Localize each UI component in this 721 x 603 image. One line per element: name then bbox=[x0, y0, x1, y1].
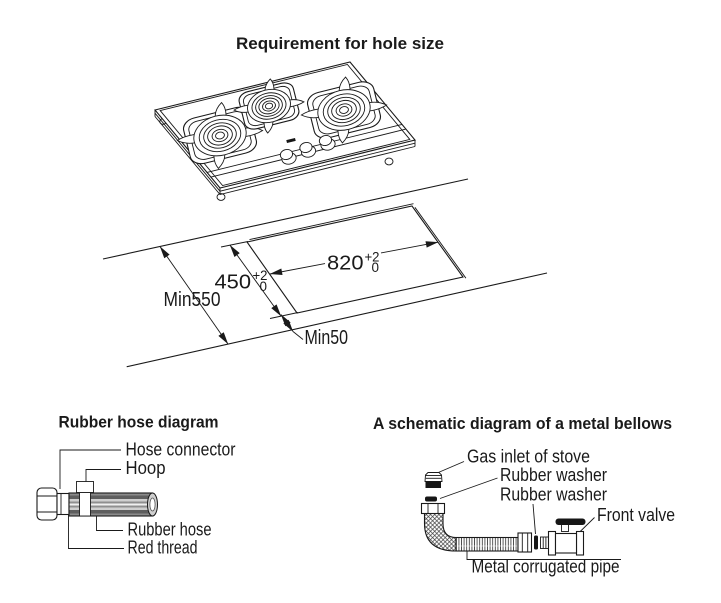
front-valve-body bbox=[540, 518, 586, 556]
label-red-thread: Red thread bbox=[128, 538, 198, 558]
control-knob-1 bbox=[279, 148, 297, 165]
valve-handle bbox=[555, 518, 586, 525]
hose-thread-connector bbox=[56, 492, 70, 516]
leader-metal-pipe bbox=[466, 551, 621, 560]
dim-min50: Min50 bbox=[280, 314, 349, 349]
label-hose-connector: Hose connector bbox=[126, 440, 236, 460]
leader-gas-inlet bbox=[435, 461, 465, 474]
cutout-thickness-back bbox=[249, 203, 414, 241]
leader-rubber-washer-2 bbox=[532, 503, 536, 535]
countertop-cutout-diagram: 820 +2 0 450 +2 0 Min550 bbox=[102, 178, 548, 368]
dim-820-tol-down: 0 bbox=[372, 260, 380, 275]
corrugated-pipe-horizontal bbox=[455, 536, 519, 552]
hole-size-title: Requirement for hole size bbox=[236, 34, 444, 53]
dim-450-tol-up: +2 bbox=[253, 268, 268, 283]
rubber-washer-top bbox=[425, 496, 437, 502]
cooktop-foot-front-right bbox=[384, 157, 394, 166]
cooktop-logo bbox=[286, 137, 296, 144]
control-knob-3 bbox=[318, 134, 336, 151]
rubber-hose-title: Rubber hose diagram bbox=[59, 413, 219, 432]
countertop-front-edge bbox=[126, 272, 548, 368]
rubber-hose-illustration bbox=[36, 481, 158, 521]
label-rubber-washer-2: Rubber washer bbox=[500, 485, 607, 505]
label-metal-pipe: Metal corrugated pipe bbox=[472, 557, 620, 577]
leader-hose-connector bbox=[59, 449, 121, 489]
hole-size-section: Requirement for hole size bbox=[102, 34, 548, 368]
metal-bellows-title: A schematic diagram of a metal bellows bbox=[373, 414, 672, 433]
dim-450: 450 +2 0 bbox=[215, 241, 299, 319]
leader-red-thread bbox=[68, 514, 124, 549]
label-rubber-washer-1: Rubber washer bbox=[500, 465, 607, 485]
dim-820: 820 +2 0 bbox=[269, 241, 439, 275]
dim-820-value: 820 bbox=[327, 253, 364, 275]
cooktop-illustration bbox=[154, 61, 416, 201]
label-gas-inlet: Gas inlet of stove bbox=[467, 447, 590, 467]
countertop-back-edge bbox=[102, 178, 469, 260]
hose-end-opening bbox=[149, 497, 156, 512]
dim-min550-value: Min550 bbox=[164, 289, 221, 311]
dim-450-tol-down: 0 bbox=[260, 279, 268, 294]
dim-min50-value: Min50 bbox=[305, 327, 349, 349]
hose-nut bbox=[36, 487, 58, 521]
burner-middle bbox=[228, 71, 310, 140]
hose-hoop-head bbox=[76, 481, 94, 493]
control-knob-2 bbox=[299, 141, 317, 158]
leader-rubber-washer-1 bbox=[439, 477, 498, 499]
hose-hoop-band bbox=[79, 492, 91, 517]
corrugated-pipe-elbow bbox=[423, 512, 457, 552]
cutout-thickness-right bbox=[414, 207, 467, 279]
leader-hoop bbox=[85, 469, 121, 482]
inlet-nut bbox=[420, 502, 446, 515]
pipe-end-nut bbox=[517, 532, 533, 553]
gas-inlet-fitting bbox=[424, 472, 443, 488]
rubber-hose-section: Rubber hose diagram Hose connector Hoop … bbox=[36, 413, 236, 558]
label-hoop: Hoop bbox=[126, 458, 166, 478]
valve-stem bbox=[561, 523, 569, 532]
label-front-valve: Front valve bbox=[597, 505, 675, 525]
metal-bellows-illustration bbox=[420, 472, 586, 556]
rubber-washer-valve bbox=[534, 535, 538, 550]
burner-left bbox=[170, 93, 271, 177]
burner-right bbox=[294, 68, 395, 152]
cooktop-foot-front-left bbox=[216, 193, 226, 201]
dim-min550: Min550 bbox=[159, 246, 229, 345]
metal-bellows-section: A schematic diagram of a metal bellows bbox=[373, 414, 675, 577]
label-rubber-hose: Rubber hose bbox=[128, 520, 212, 540]
leader-rubber-hose bbox=[96, 516, 123, 531]
dim-820-tol-up: +2 bbox=[365, 250, 380, 265]
